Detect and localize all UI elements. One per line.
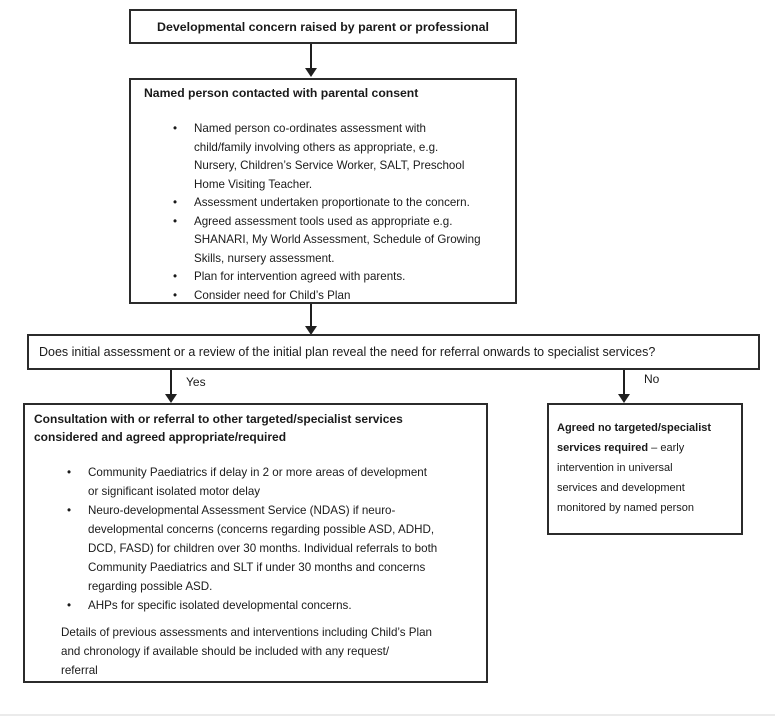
named-person-title: Named person contacted with parental con…	[144, 86, 419, 100]
list-item: AHPs for specific isolated developmental…	[67, 596, 482, 615]
named-person-box: Named person contacted with parental con…	[129, 78, 517, 304]
no-services-line: Agreed no targeted/specialist	[557, 422, 712, 434]
list-item: Assessment undertaken proportionate to t…	[173, 194, 509, 213]
bullet-icon	[173, 120, 194, 139]
arrow-line	[310, 304, 312, 328]
no-services-line: intervention in universal	[557, 462, 673, 474]
bullet-text: Consider need for Child’s Plan	[194, 288, 351, 302]
consultation-title: Consultation with or referral to other t…	[34, 412, 403, 444]
bullet-text: Agreed assessment tools used as appropri…	[194, 214, 481, 265]
consultation-box: Consultation with or referral to other t…	[23, 403, 488, 683]
decision-box: Does initial assessment or a review of t…	[27, 334, 760, 370]
list-item: Community Paediatrics if delay in 2 or m…	[67, 463, 482, 501]
consultation-bullet-list: Community Paediatrics if delay in 2 or m…	[67, 463, 482, 615]
bullet-text: Neuro-developmental Assessment Service (…	[88, 504, 438, 593]
bullet-text: Named person co-ordinates assessment wit…	[194, 122, 465, 191]
yes-label: Yes	[186, 375, 206, 389]
bullet-icon	[67, 501, 88, 520]
bullet-icon	[67, 596, 88, 615]
no-label: No	[644, 372, 660, 386]
list-item: Plan for intervention agreed with parent…	[173, 268, 509, 287]
list-item: Agreed assessment tools used as appropri…	[173, 213, 509, 269]
arrow-line	[310, 44, 312, 70]
bullet-icon	[173, 287, 194, 306]
no-services-line: services required – early	[557, 442, 685, 454]
bullet-icon	[173, 213, 194, 232]
no-services-line: services and development	[557, 482, 685, 494]
arrow-down-icon	[165, 394, 177, 403]
bullet-icon	[173, 194, 194, 213]
no-services-line: monitored by named person	[557, 502, 694, 514]
bullet-text: Plan for intervention agreed with parent…	[194, 270, 406, 283]
list-item: Named person co-ordinates assessment wit…	[173, 120, 509, 194]
list-item: Consider need for Child’s Plan	[173, 287, 509, 306]
no-arrow-line	[623, 370, 625, 395]
top-box-label: Developmental concern raised by parent o…	[157, 19, 489, 34]
arrow-down-icon	[618, 394, 630, 403]
yes-arrow-line	[170, 370, 172, 395]
decision-label: Does initial assessment or a review of t…	[39, 345, 656, 359]
bullet-text: Assessment undertaken proportionate to t…	[194, 196, 470, 209]
consultation-note: Details of previous assessments and inte…	[61, 626, 432, 677]
bullet-icon	[67, 463, 88, 482]
arrow-down-icon	[305, 326, 317, 335]
arrow-down-icon	[305, 68, 317, 77]
bullet-icon	[173, 268, 194, 287]
bullet-text: Community Paediatrics if delay in 2 or m…	[88, 466, 427, 498]
list-item: Neuro-developmental Assessment Service (…	[67, 501, 482, 596]
top-box: Developmental concern raised by parent o…	[129, 9, 517, 44]
bullet-text: AHPs for specific isolated developmental…	[88, 599, 352, 612]
page-bottom-rule	[0, 714, 775, 716]
no-services-box: Agreed no targeted/specialist services r…	[547, 403, 743, 535]
named-person-bullet-list: Named person co-ordinates assessment wit…	[173, 120, 509, 305]
